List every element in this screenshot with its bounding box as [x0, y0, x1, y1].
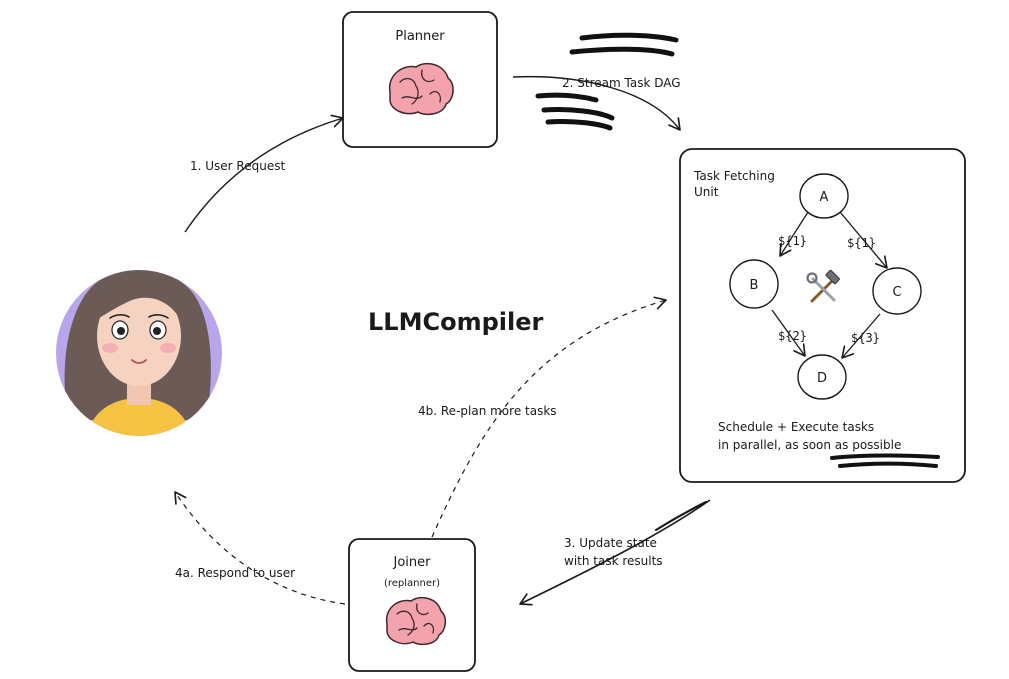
arrow-respond-to-user — [174, 491, 346, 605]
joiner-box: Joiner (replanner) — [348, 538, 476, 672]
arrow-respond-to-user-label: 4a. Respond to user — [175, 566, 295, 580]
dag-edge-a-c — [839, 211, 888, 269]
arrow-replan — [431, 296, 667, 538]
planner-label: Planner — [395, 29, 445, 44]
brain-icon — [385, 596, 447, 646]
schedule-text-line2: in parallel, as soon as possible — [718, 438, 901, 452]
dag-node-b-label: B — [750, 278, 759, 293]
diagram-title: LLMCompiler — [368, 308, 543, 336]
arrow-stream-dag-label: 2. Stream Task DAG — [562, 76, 681, 90]
schedule-text-line1: Schedule + Execute tasks — [718, 420, 874, 434]
planner-box: Planner — [342, 11, 498, 148]
dag-edge-label-a-b: ${1} — [778, 234, 807, 248]
arrow-replan-label: 4b. Re-plan more tasks — [418, 404, 557, 418]
brain-icon — [388, 62, 454, 116]
arrow-user-request-label: 1. User Request — [190, 159, 285, 173]
dag-node-a-label: A — [820, 190, 829, 205]
user-avatar-icon — [56, 270, 222, 436]
dag-node-b: B — [729, 259, 779, 309]
arrow-update-state-label-line1: 3. Update state — [564, 536, 657, 550]
dag-node-d: D — [797, 354, 847, 400]
task-fetching-unit-label-line2: Unit — [694, 185, 719, 199]
dag-edge-label-c-d: ${3} — [851, 331, 880, 345]
dag-edge-label-b-d: ${2} — [778, 329, 807, 343]
scribble-marks — [535, 32, 679, 131]
joiner-sublabel: (replanner) — [384, 578, 440, 589]
tools-icon — [806, 269, 840, 303]
joiner-label: Joiner — [393, 555, 432, 570]
dag-node-d-label: D — [817, 371, 827, 386]
dag-edge-label-a-c: ${1} — [847, 236, 876, 250]
task-fetching-unit-label-line1: Task Fetching — [693, 169, 775, 183]
dag-edge-b-d — [771, 309, 806, 357]
dag-node-c-label: C — [892, 285, 901, 300]
dag-edge-c-d — [841, 313, 881, 359]
arrow-user-request — [184, 114, 344, 233]
arrow-update-state-scribble — [654, 500, 708, 532]
schedule-underline — [830, 453, 940, 468]
arrow-update-state — [519, 499, 711, 606]
dag-node-c: C — [872, 267, 922, 315]
dag-node-a: A — [799, 173, 849, 219]
dag-edge-a-b — [779, 211, 809, 257]
task-fetching-unit-box: Task Fetching Unit ${1} ${1} ${2} ${3} A… — [679, 148, 966, 483]
arrow-update-state-label-line2: with task results — [564, 554, 663, 568]
arrow-stream-dag — [512, 75, 681, 131]
